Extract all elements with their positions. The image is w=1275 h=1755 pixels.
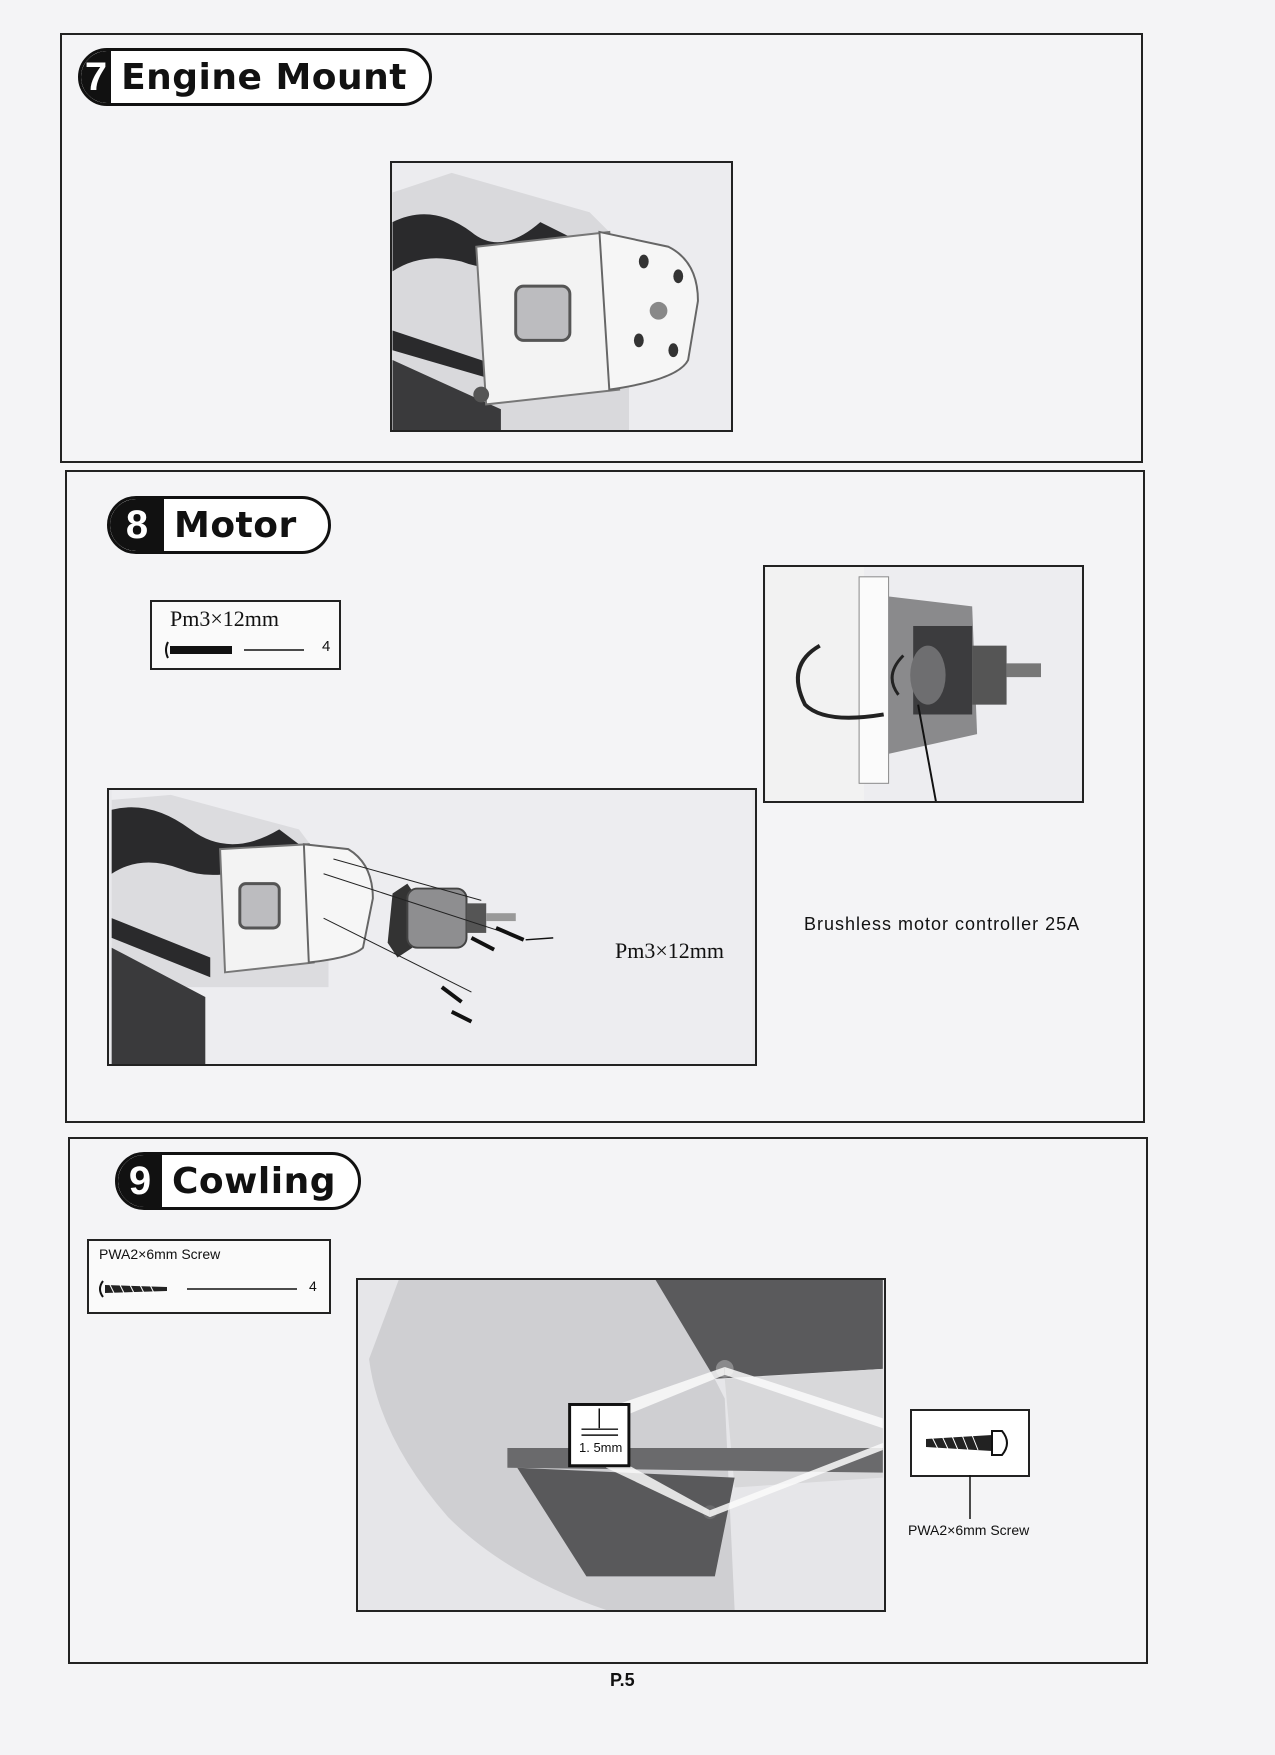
page-number: P.5 — [610, 1670, 635, 1690]
screw-icon — [165, 641, 304, 659]
section-title-motor: 8 Motor — [107, 496, 331, 554]
screw-detail-box — [910, 1409, 1030, 1477]
parts-box-cowling-screws: PWA2×6mm Screw 4 — [87, 1239, 331, 1314]
callout-leader-line — [969, 1475, 971, 1519]
callout-motor-screw: Pm3×12mm — [615, 938, 724, 963]
screw-detail-icon — [926, 1430, 1008, 1456]
step-number: 7 — [81, 51, 112, 103]
cowling-illustration — [359, 1280, 883, 1610]
part-quantity: 4 — [309, 1278, 317, 1294]
motor-install-illustration — [111, 790, 753, 1064]
screw-icon — [99, 1280, 297, 1298]
section-title-engine-mount: 7 Engine Mount — [78, 48, 432, 106]
motor-controller-illustration — [765, 567, 1082, 801]
section-motor: 8 Motor Pm3×12mm 4 — [65, 470, 1145, 1123]
section-title-cowling: 9 Cowling — [115, 1152, 361, 1210]
part-quantity: 4 — [322, 638, 331, 655]
parts-box-motor-screws: Pm3×12mm 4 — [150, 600, 341, 670]
drill-size-label: 1. 5mm — [579, 1440, 623, 1455]
step-number: 9 — [118, 1155, 162, 1207]
section-cowling: 9 Cowling PWA2×6mm Screw 4 — [68, 1137, 1148, 1664]
engine-mount-illustration — [392, 163, 731, 430]
part-label: PWA2×6mm Screw — [99, 1246, 221, 1262]
engine-mount-photo — [390, 161, 733, 432]
section-heading: Engine Mount — [121, 56, 407, 98]
part-label: Pm3×12mm — [170, 606, 279, 631]
callout-cowling-screw: PWA2×6mm Screw — [908, 1522, 1030, 1538]
motor-controller-photo — [763, 565, 1084, 803]
motor-install-photo — [107, 788, 757, 1066]
step-number: 8 — [110, 499, 164, 551]
callout-controller: Brushless motor controller 25A — [804, 914, 1081, 934]
section-heading: Motor — [174, 504, 297, 546]
section-engine-mount: 7 Engine Mount — [60, 33, 1143, 463]
section-heading: Cowling — [172, 1160, 336, 1202]
cowling-photo: 1. 5mm — [356, 1278, 886, 1612]
